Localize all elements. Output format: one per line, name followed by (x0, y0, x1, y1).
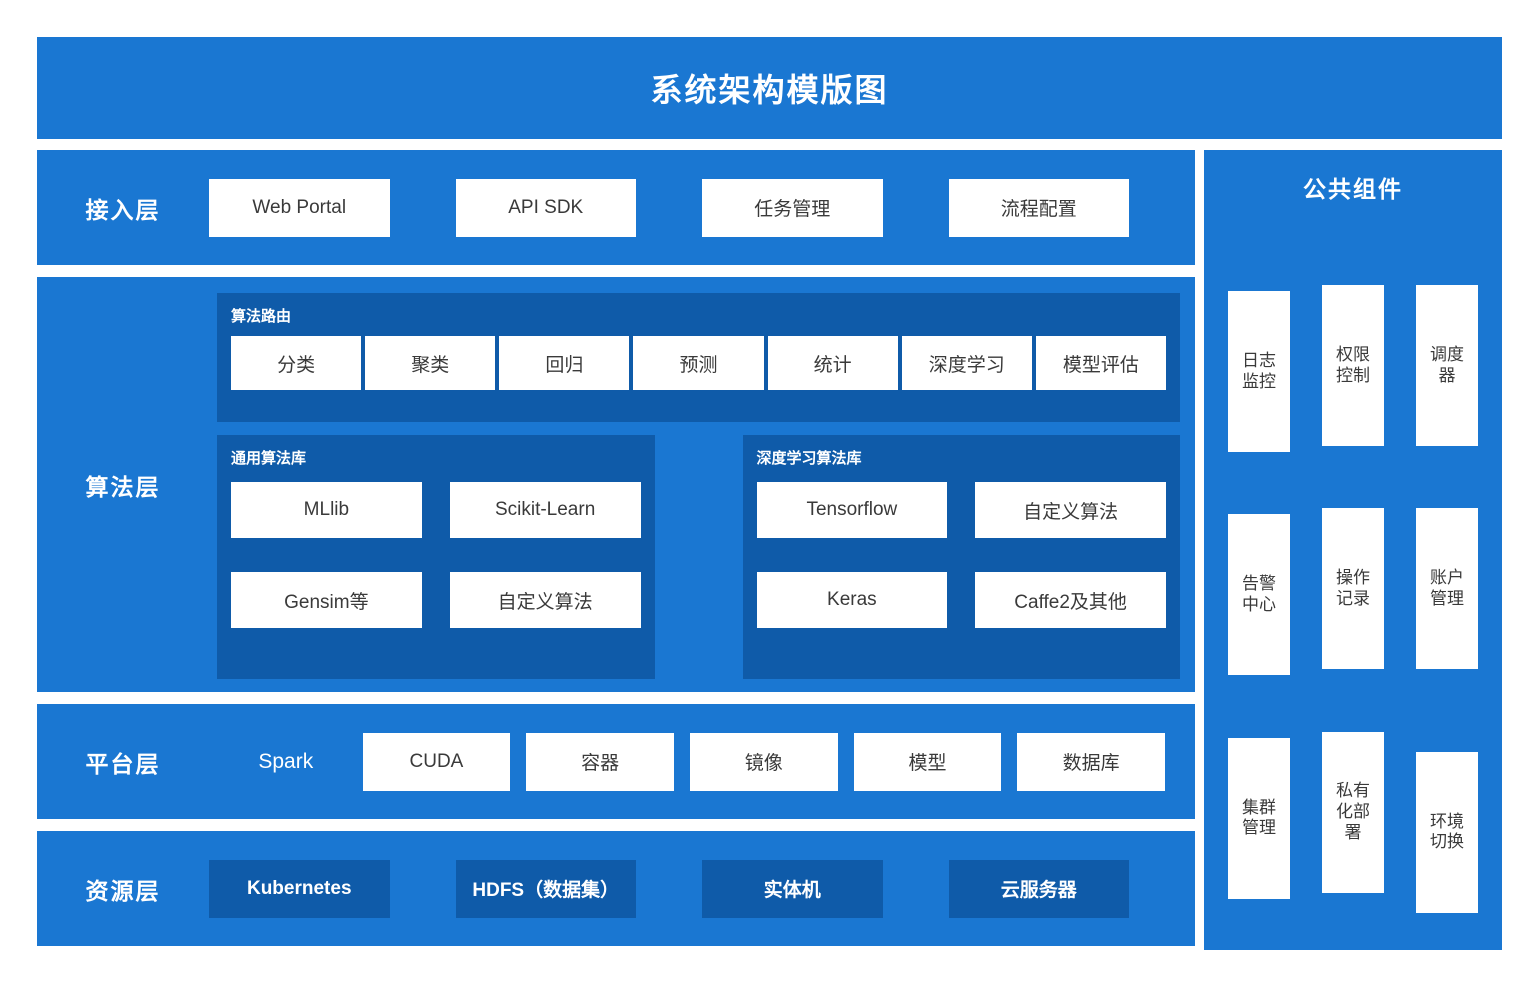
common-component-cell: 日志监控 (1228, 260, 1290, 483)
layer-algorithm-body: 算法路由 分类 聚类 回归 预测 统计 深度学习 模型评估 通用算法库 (217, 293, 1180, 679)
panel-deep-learning-library-title: 深度学习算法库 (756, 450, 862, 467)
common-component-cell: 账户管理 (1416, 483, 1478, 706)
deep-lib-item-keras[interactable]: Keras (756, 572, 948, 628)
routing-item-model-evaluation[interactable]: 模型评估 (1035, 336, 1166, 390)
resource-item-kubernetes[interactable]: Kubernetes (209, 859, 390, 918)
layer-platform-items: Spark CUDA 容器 镜像 模型 数据库 (209, 704, 1181, 819)
common-component-cell: 操作记录 (1322, 483, 1384, 706)
deep-lib-item-caffe2[interactable]: Caffe2及其他 (975, 572, 1166, 628)
panel-common-components: 公共组件 日志监控 权限控制 调度器 告警中心 操作记录 账户管理 集群管理 (1204, 150, 1502, 950)
common-component-private-deployment[interactable]: 私有化部署 (1322, 731, 1384, 893)
routing-item-classification[interactable]: 分类 (231, 336, 362, 390)
panel-general-library: 通用算法库 MLlib Scikit-Learn Gensim等 自定义算法 (217, 435, 655, 679)
layer-algorithm-label: 算法层 (85, 473, 161, 500)
access-item-web-portal[interactable]: Web Portal (209, 178, 390, 237)
algorithm-library-row: 通用算法库 MLlib Scikit-Learn Gensim等 自定义算法 深… (217, 435, 1180, 679)
general-library-items: MLlib Scikit-Learn Gensim等 自定义算法 (231, 482, 641, 628)
general-lib-item-custom-algorithm[interactable]: 自定义算法 (449, 572, 641, 628)
common-component-cluster-management[interactable]: 集群管理 (1228, 737, 1290, 899)
platform-item-spark[interactable]: Spark (258, 749, 314, 773)
general-lib-item-mllib[interactable]: MLlib (231, 482, 422, 538)
common-component-cell: 权限控制 (1322, 260, 1384, 483)
layer-access-label: 接入层 (85, 196, 161, 223)
panel-algorithm-routing: 算法路由 分类 聚类 回归 预测 统计 深度学习 模型评估 (217, 293, 1180, 422)
common-component-cell: 调度器 (1416, 260, 1478, 483)
common-component-permission-control[interactable]: 权限控制 (1322, 285, 1384, 447)
common-component-environment-switch[interactable]: 环境切换 (1416, 751, 1478, 913)
deep-lib-item-custom-algorithm[interactable]: 自定义算法 (975, 482, 1166, 538)
common-component-alert-center[interactable]: 告警中心 (1228, 514, 1290, 676)
routing-item-deep-learning[interactable]: 深度学习 (901, 336, 1032, 390)
common-components-grid: 日志监控 权限控制 调度器 告警中心 操作记录 账户管理 集群管理 私有化部署 (1228, 260, 1478, 930)
common-components-title: 公共组件 (1303, 176, 1403, 202)
deep-learning-library-items: Tensorflow 自定义算法 Keras Caffe2及其他 (756, 482, 1166, 628)
platform-item-container[interactable]: 容器 (526, 732, 674, 791)
layer-access-items: Web Portal API SDK 任务管理 流程配置 (209, 150, 1195, 265)
layer-platform-label: 平台层 (85, 750, 161, 777)
layer-resource-items: Kubernetes HDFS（数据集） 实体机 云服务器 (209, 831, 1195, 946)
common-component-cell: 集群管理 (1228, 707, 1290, 930)
layer-resource-label: 资源层 (85, 877, 161, 904)
resource-item-physical-machine[interactable]: 实体机 (702, 859, 883, 918)
common-component-cell: 告警中心 (1228, 483, 1290, 706)
panel-deep-learning-library: 深度学习算法库 Tensorflow 自定义算法 Keras Caffe2及其他 (742, 435, 1180, 679)
resource-item-hdfs[interactable]: HDFS（数据集） (455, 859, 636, 918)
deep-lib-item-tensorflow[interactable]: Tensorflow (756, 482, 948, 538)
common-component-account-management[interactable]: 账户管理 (1416, 508, 1478, 670)
layer-resource: 资源层 Kubernetes HDFS（数据集） 实体机 云服务器 (37, 831, 1195, 946)
routing-item-statistics[interactable]: 统计 (767, 336, 898, 390)
layer-platform: 平台层 Spark CUDA 容器 镜像 模型 数据库 (37, 704, 1195, 819)
platform-item-model[interactable]: 模型 (853, 732, 1002, 791)
access-item-process-config[interactable]: 流程配置 (948, 178, 1129, 237)
panel-general-library-title: 通用算法库 (231, 450, 307, 467)
routing-item-prediction[interactable]: 预测 (633, 336, 764, 390)
routing-item-clustering[interactable]: 聚类 (365, 336, 496, 390)
routing-item-regression[interactable]: 回归 (499, 336, 630, 390)
platform-item-database[interactable]: 数据库 (1017, 732, 1166, 791)
access-item-api-sdk[interactable]: API SDK (455, 178, 636, 237)
panel-algorithm-routing-title: 算法路由 (231, 308, 292, 325)
routing-items: 分类 聚类 回归 预测 统计 深度学习 模型评估 (231, 336, 1166, 390)
resource-item-cloud-server[interactable]: 云服务器 (948, 859, 1129, 918)
common-component-scheduler[interactable]: 调度器 (1416, 285, 1478, 447)
general-lib-item-scikit-learn[interactable]: Scikit-Learn (449, 482, 641, 538)
platform-item-cuda[interactable]: CUDA (362, 732, 511, 791)
page-title: 系统架构模版图 (650, 72, 889, 108)
common-component-cell: 私有化部署 (1322, 707, 1384, 930)
common-component-cell: 环境切换 (1416, 707, 1478, 930)
common-component-operation-log[interactable]: 操作记录 (1322, 508, 1384, 670)
layer-algorithm: 算法层 算法路由 分类 聚类 回归 预测 统计 深度学习 模型评估 (37, 277, 1195, 692)
layers-column: 接入层 Web Portal API SDK 任务管理 流程配置 算法层 算法路… (37, 150, 1195, 950)
platform-item-image[interactable]: 镜像 (689, 732, 838, 791)
general-lib-item-gensim[interactable]: Gensim等 (231, 572, 422, 628)
access-item-task-management[interactable]: 任务管理 (702, 178, 883, 237)
common-component-log-monitoring[interactable]: 日志监控 (1228, 291, 1290, 453)
diagram-title-band: 系统架构模版图 (37, 37, 1502, 139)
layer-access: 接入层 Web Portal API SDK 任务管理 流程配置 (37, 150, 1195, 265)
